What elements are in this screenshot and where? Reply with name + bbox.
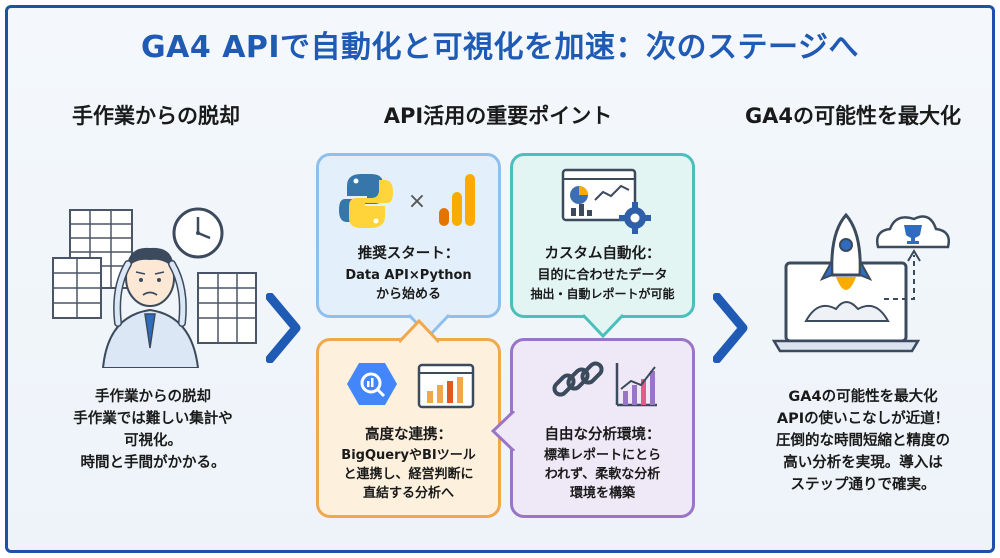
right-description: GA4の可能性を最大化 APIの使いこなしが近道！ 圧倒的な時間短縮と精度の 高… — [738, 386, 988, 496]
left-column-heading: 手作業からの脱却 — [72, 104, 240, 128]
text-line: ステップ通りで確実。 — [790, 477, 936, 493]
bar-chart-window-icon — [417, 363, 475, 409]
text-line: 標準レポートにとら — [543, 448, 661, 463]
worried-person-icon — [101, 247, 200, 368]
spreadsheet-icon — [52, 209, 133, 319]
text-line: 抽出・自動レポートが可能 — [530, 287, 675, 301]
analytics-bars-icon — [439, 174, 475, 226]
dashed-arrow-icon — [884, 249, 921, 300]
card-title: 自由な分析環境： — [544, 427, 661, 443]
text-line: 手作業では難しい集計や — [73, 411, 233, 427]
text-line: 環境を構築 — [569, 486, 635, 501]
card-icons: × — [339, 174, 475, 228]
text-line: から始める — [375, 287, 441, 302]
card-title: カスタム自動化： — [544, 246, 661, 262]
times-symbol: × — [408, 189, 426, 214]
card-custom-automation: カスタム自動化： 目的に合わせたデータ 抽出・自動レポートが可能 — [510, 153, 695, 338]
card-title: 高度な連携： — [365, 427, 452, 443]
center-column-heading: API活用の重要ポイント — [383, 104, 613, 128]
text-line: 手作業からの脱却 — [95, 389, 211, 405]
text-line: 目的に合わせたデータ — [537, 268, 668, 283]
bubble-tail — [491, 411, 515, 451]
card-icons — [552, 361, 657, 407]
card-advanced-integration: 高度な連携： BigQueryやBIツール と連携し、経営判断に 直結する分析へ — [316, 319, 501, 518]
card-body: Data API×Python から始める — [319, 266, 498, 304]
card-icons — [347, 363, 475, 409]
text-line: と連携し、経営判断に — [343, 467, 474, 482]
bubble-tail — [399, 319, 439, 343]
clock-icon — [172, 207, 224, 259]
cloud-trophy-icon — [876, 215, 950, 249]
stressed-worker-illustration — [52, 207, 257, 368]
card-body: 標準レポートにとら われず、柔軟な分析 環境を構築 — [513, 446, 692, 503]
bubble-tail — [583, 314, 623, 338]
spreadsheet-icon — [197, 272, 257, 344]
text-line: 可視化。 — [124, 433, 182, 449]
chevron-right-icon — [266, 293, 301, 363]
text-line: BigQueryやBIツール — [341, 448, 476, 463]
text-line: 高い分析を実現。導入は — [783, 455, 943, 471]
trend-chart-icon — [615, 363, 657, 407]
page-title: GA4 APIで自動化と可視化を加速：次のステージへ — [141, 30, 859, 65]
rocket-laptop-illustration — [771, 212, 950, 353]
gear-icon — [619, 202, 651, 234]
chevron-right-icon — [713, 293, 748, 363]
chain-link-icon — [552, 361, 604, 397]
rocket-icon — [804, 212, 890, 322]
card-body: BigQueryやBIツール と連携し、経営判断に 直結する分析へ — [319, 446, 498, 503]
card-body: 目的に合わせたデータ 抽出・自動レポートが可能 — [513, 266, 692, 304]
text-line: 時間と手間がかかる。 — [80, 455, 226, 471]
text-line: Data API×Python — [345, 268, 472, 283]
bigquery-icon — [347, 363, 397, 405]
dashboard-window-icon — [561, 168, 637, 222]
card-recommended-start: × 推奨スタート： Data API×Python から始める — [316, 153, 501, 338]
card-title: 推奨スタート： — [357, 246, 460, 262]
card-free-analysis: 自由な分析環境： 標準レポートにとら われず、柔軟な分析 環境を構築 — [491, 338, 695, 518]
python-logo-icon — [339, 174, 393, 228]
card-icons — [561, 168, 651, 234]
text-line: APIの使いこなしが近道！ — [776, 411, 950, 427]
left-description: 手作業からの脱却 手作業では難しい集計や 可視化。 時間と手間がかかる。 — [28, 386, 278, 474]
text-line: われず、柔軟な分析 — [544, 467, 661, 482]
text-line: 圧倒的な時間短縮と精度の — [776, 433, 950, 449]
text-line: 直結する分析へ — [362, 486, 454, 501]
text-line: GA4の可能性を最大化 — [788, 389, 938, 405]
right-column-heading: GA4の可能性を最大化 — [744, 104, 962, 128]
infographic-frame: GA4 APIで自動化と可視化を加速：次のステージへ 手作業からの脱却 API活… — [5, 5, 995, 553]
